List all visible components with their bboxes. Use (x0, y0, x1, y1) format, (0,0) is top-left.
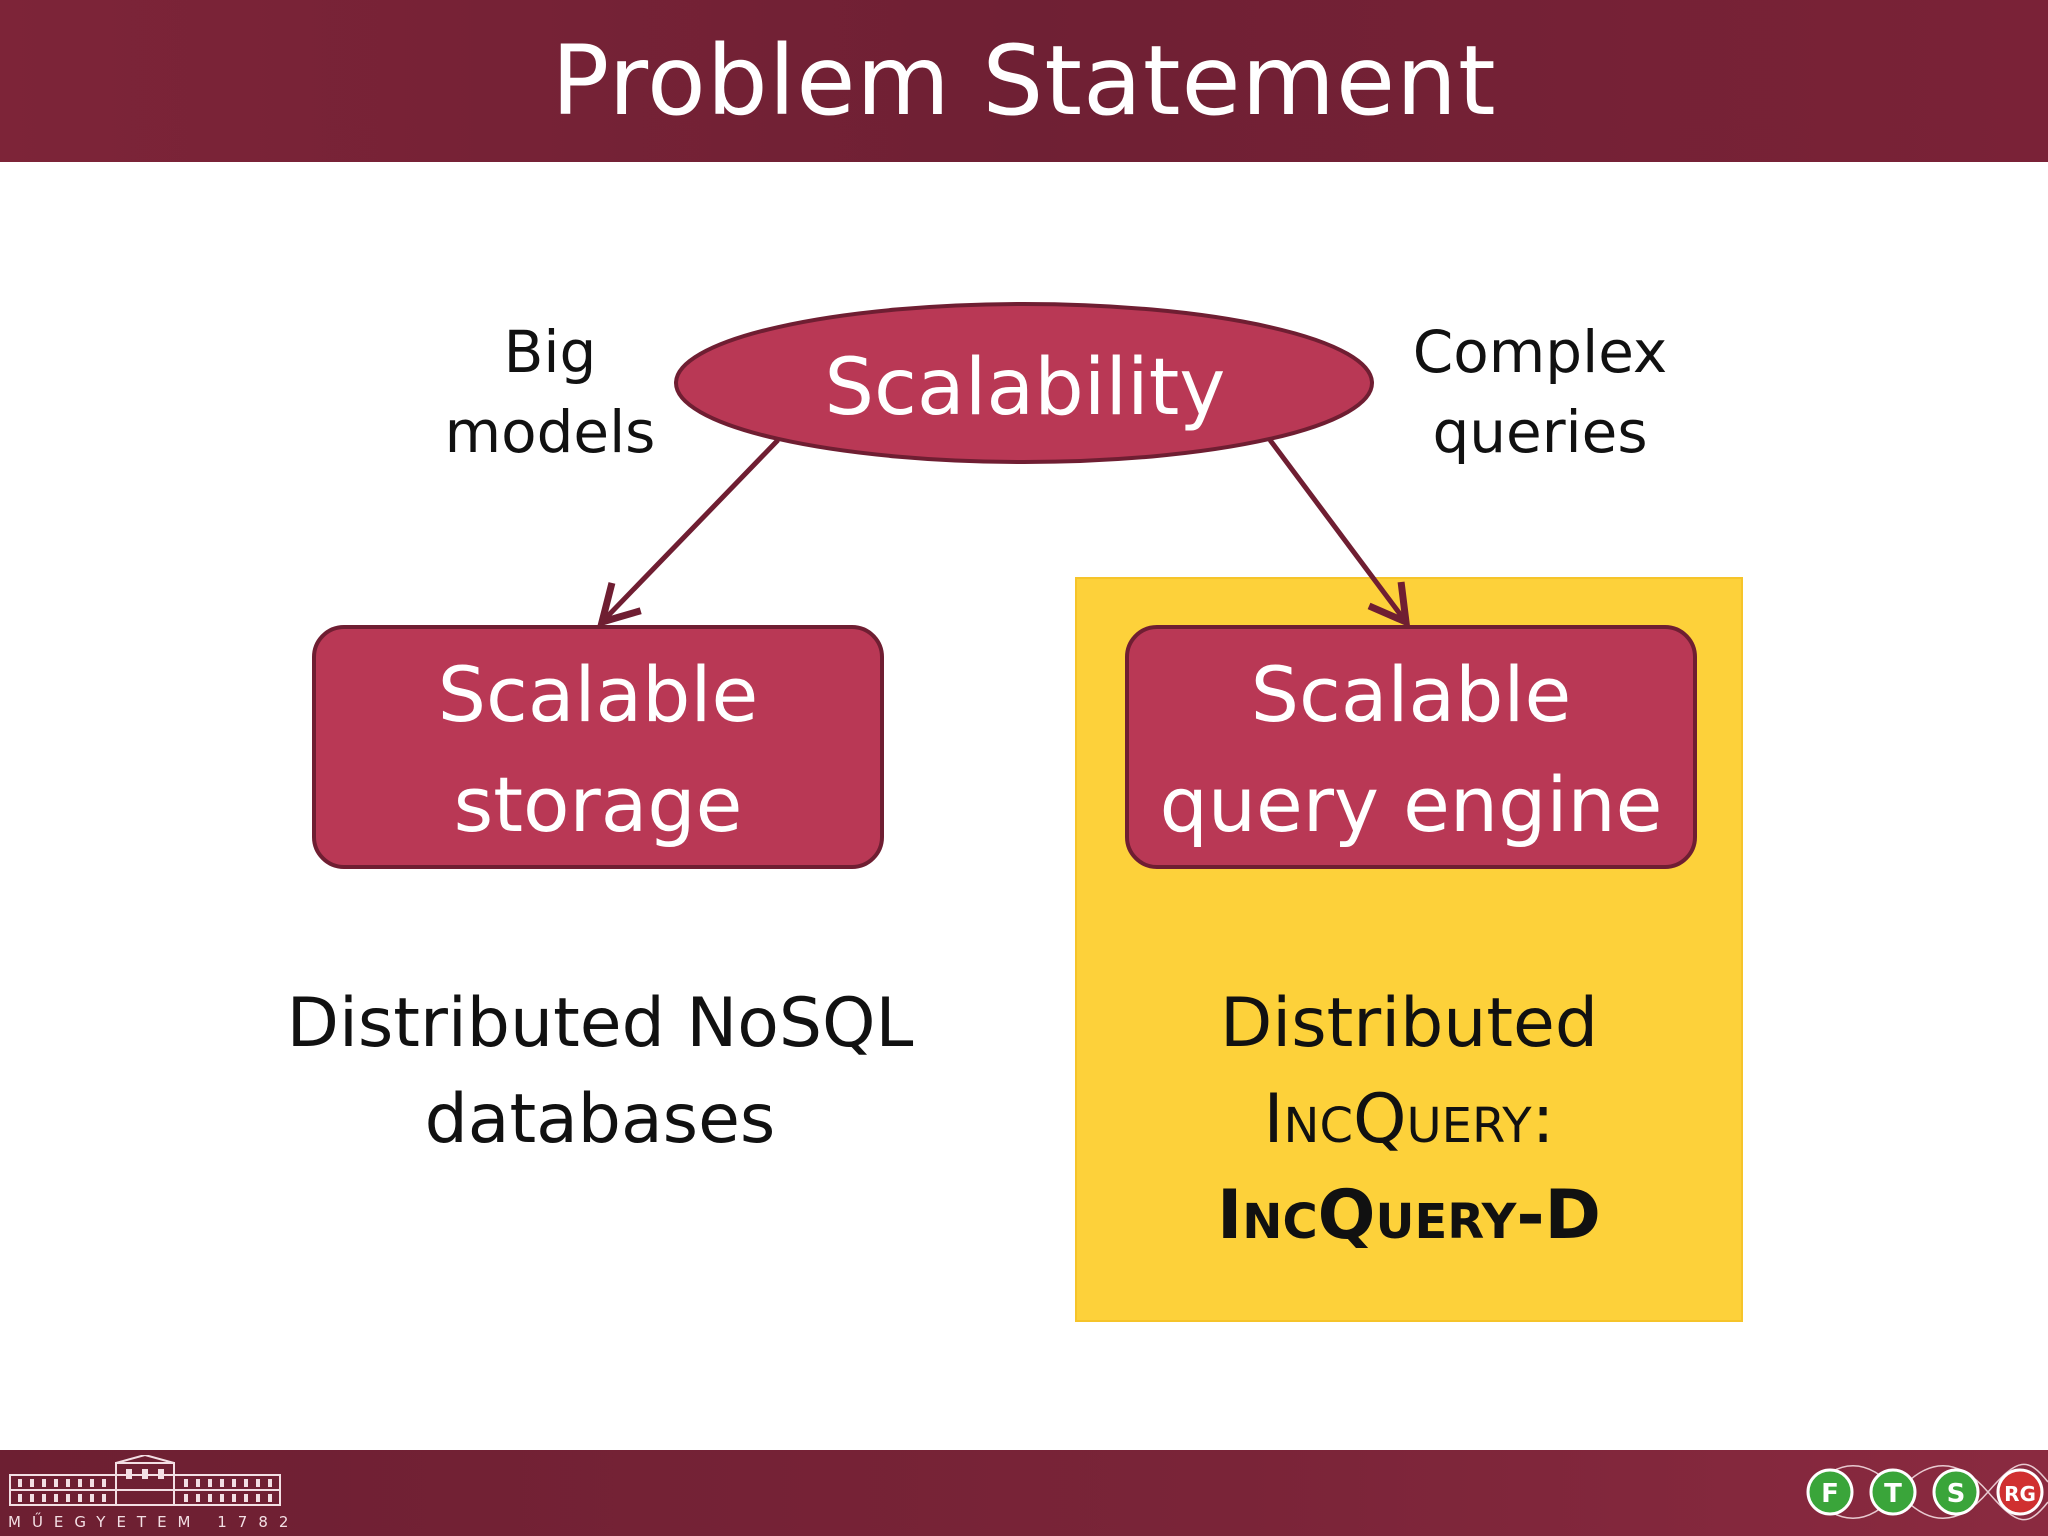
incquery-caption: Distributed IncQuery: IncQuery-D (1216, 984, 1602, 1255)
ftsrg-letter-f: F (1821, 1479, 1839, 1509)
title-bar: Problem Statement (0, 0, 2048, 162)
slide-title: Problem Statement (551, 25, 1497, 137)
university-building-logo (9, 1455, 281, 1506)
storage-box (312, 625, 884, 869)
arrow-to-query-engine (1267, 438, 1411, 628)
scalability-node (674, 302, 1374, 464)
big-models-annotation: Big models (444, 318, 656, 466)
query-engine-box (1125, 625, 1697, 869)
nosql-caption: Distributed NoSQL databases (286, 984, 914, 1159)
ftsrg-letter-s: S (1946, 1479, 1966, 1509)
ftsrg-letter-rg: RG (2004, 1482, 2036, 1506)
ftsrg-logo (1806, 1463, 2048, 1521)
ftsrg-letter-t: T (1884, 1479, 1902, 1509)
arrow-to-storage (597, 438, 780, 628)
university-logo-text: MŰEGYETEM 1782 (8, 1513, 300, 1531)
complex-queries-annotation: Complex queries (1412, 318, 1668, 466)
footer-bar (0, 1450, 2048, 1536)
query-engine-box-label: Scalable query engine (1159, 650, 1663, 849)
scalability-label: Scalability (824, 343, 1226, 433)
storage-box-label: Scalable storage (437, 650, 759, 849)
